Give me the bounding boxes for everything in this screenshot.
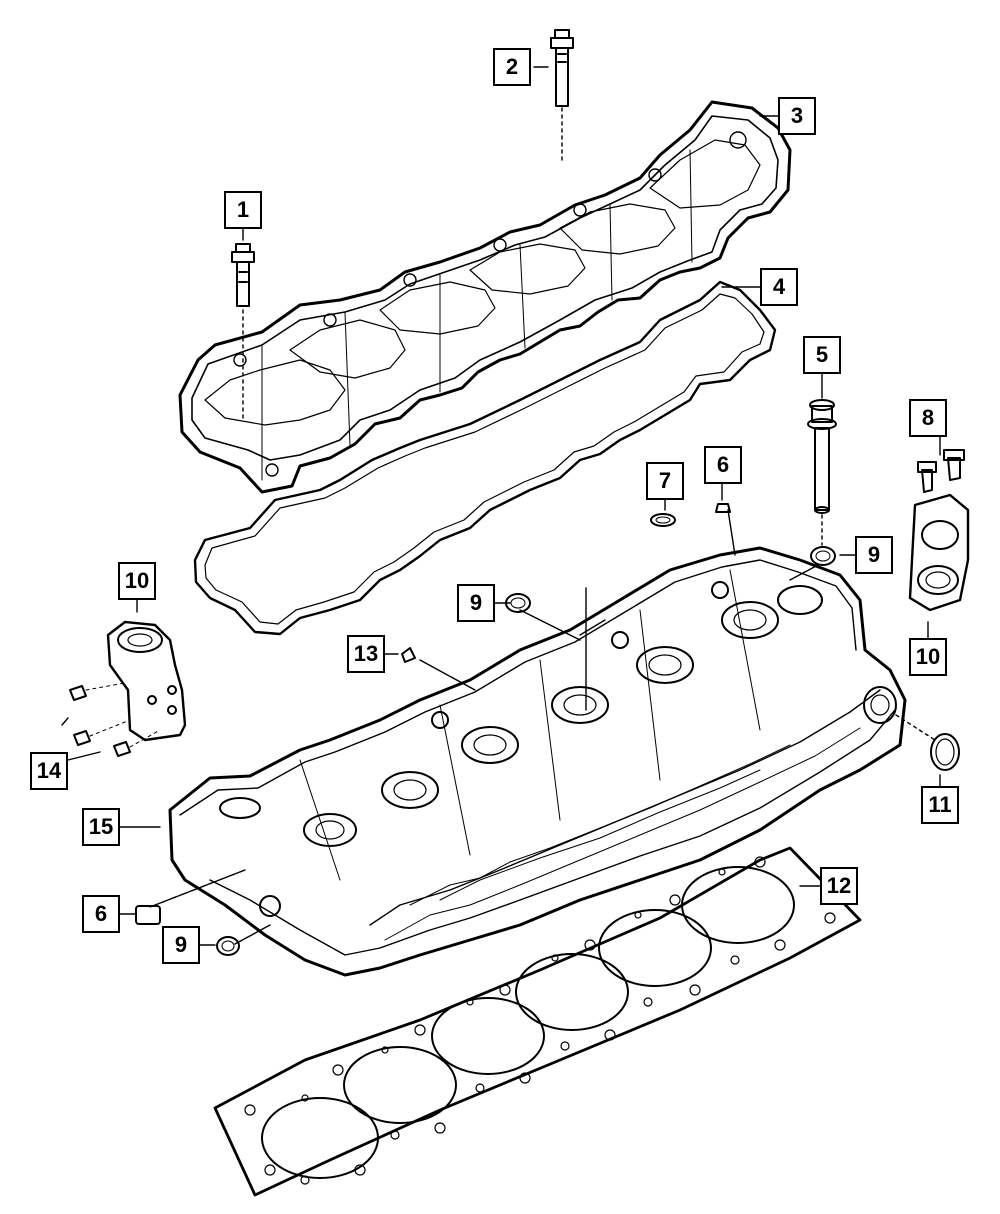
bolt-5-drawing xyxy=(807,399,837,514)
callout-1[interactable]: 1 xyxy=(224,191,262,229)
ring-11-drawing xyxy=(930,733,960,771)
cylinder-head-drawing xyxy=(168,546,907,977)
bolt-1-drawing xyxy=(231,243,255,307)
callout-15[interactable]: 15 xyxy=(82,808,120,846)
callout-11[interactable]: 11 xyxy=(921,786,959,824)
callout-10-right[interactable]: 10 xyxy=(909,638,947,676)
callout-13[interactable]: 13 xyxy=(347,635,385,673)
callout-5[interactable]: 5 xyxy=(803,336,841,374)
small-parts-drawing xyxy=(135,503,836,956)
callout-9-right[interactable]: 9 xyxy=(855,536,893,574)
callout-2[interactable]: 2 xyxy=(493,48,531,86)
callout-12[interactable]: 12 xyxy=(820,867,858,905)
callout-9-mid[interactable]: 9 xyxy=(457,584,495,622)
callout-9-bottom[interactable]: 9 xyxy=(162,926,200,964)
head-gasket-drawing xyxy=(213,846,862,1197)
callout-8[interactable]: 8 xyxy=(909,399,947,437)
callout-14[interactable]: 14 xyxy=(30,752,68,790)
callout-7[interactable]: 7 xyxy=(646,462,684,500)
callout-3[interactable]: 3 xyxy=(778,97,816,135)
callout-6-top[interactable]: 6 xyxy=(704,446,742,484)
bolt-2-drawing xyxy=(550,29,574,107)
bracket-left-drawing xyxy=(69,620,187,757)
leader-lines xyxy=(61,66,941,946)
callout-4[interactable]: 4 xyxy=(760,268,798,306)
callout-6-bottom[interactable]: 6 xyxy=(82,895,120,933)
bracket-right-drawing xyxy=(908,449,970,612)
callout-10-left[interactable]: 10 xyxy=(118,562,156,600)
valve-cover-drawing xyxy=(178,100,792,494)
valve-cover-gasket-drawing xyxy=(193,280,777,636)
